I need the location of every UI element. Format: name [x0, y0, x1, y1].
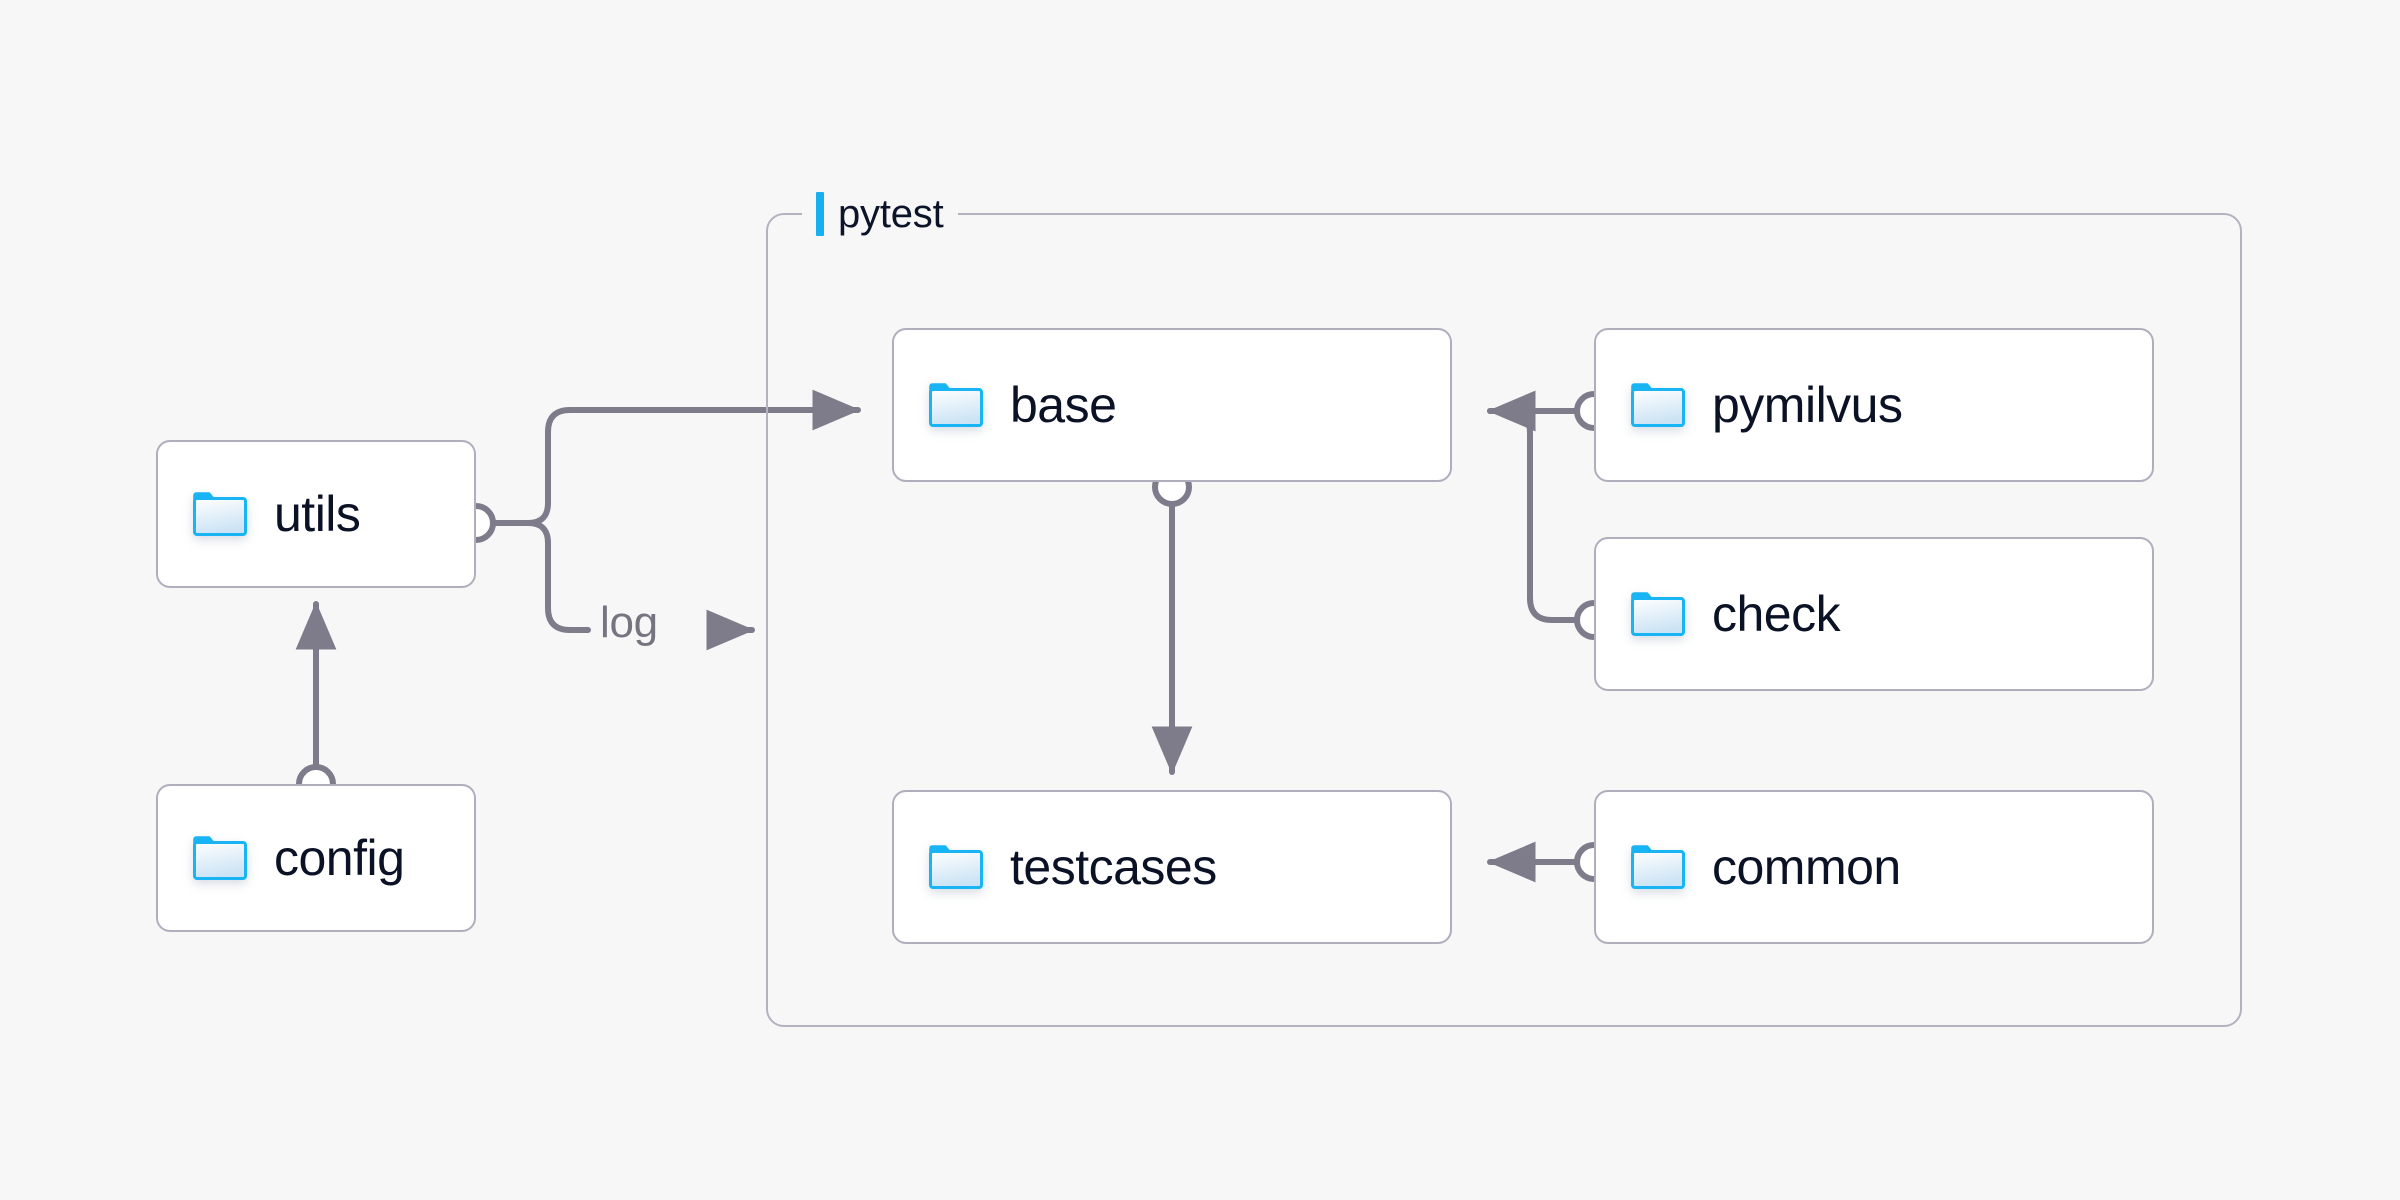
folder-icon — [1630, 382, 1686, 428]
log-label: log — [600, 598, 658, 647]
edge-utils-to-log — [525, 520, 591, 633]
node-label-testcases: testcases — [1010, 839, 1217, 895]
node-base[interactable]: base — [892, 328, 1452, 482]
folder-icon — [928, 844, 984, 890]
pytest-group-container[interactable]: pytest — [766, 191, 2242, 1027]
folder-icon — [192, 491, 248, 537]
node-utils[interactable]: utils — [156, 440, 476, 588]
node-label-pymilvus: pymilvus — [1712, 377, 1903, 433]
folder-icon — [192, 835, 248, 881]
group-accent-bar — [816, 192, 824, 236]
node-testcases[interactable]: testcases — [892, 790, 1452, 944]
node-common[interactable]: common — [1594, 790, 2154, 944]
node-label-config: config — [274, 830, 405, 886]
node-config[interactable]: config — [156, 784, 476, 932]
node-label-common: common — [1712, 839, 1901, 895]
folder-icon — [1630, 844, 1686, 890]
node-check[interactable]: check — [1594, 537, 2154, 691]
folder-icon — [928, 382, 984, 428]
node-pymilvus[interactable]: pymilvus — [1594, 328, 2154, 482]
pytest-group-label-wrap: pytest — [802, 191, 958, 237]
folder-icon — [1630, 591, 1686, 637]
node-label-check: check — [1712, 586, 1841, 642]
node-label-base: base — [1010, 377, 1117, 433]
node-label-utils: utils — [274, 486, 361, 542]
group-label-text: pytest — [838, 191, 944, 236]
